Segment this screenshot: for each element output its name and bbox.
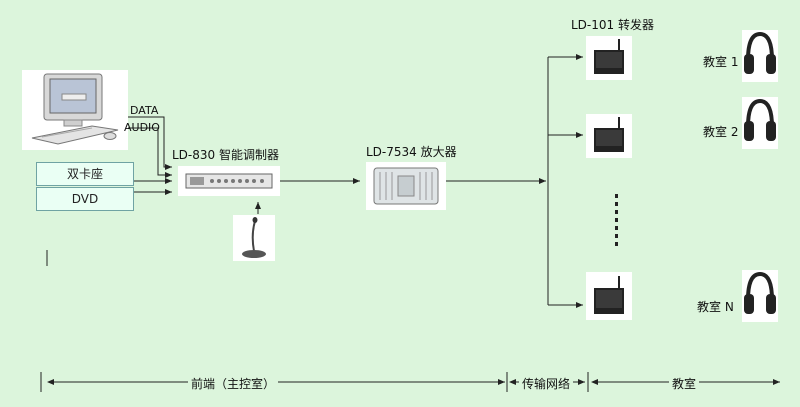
amplifier-label: LD-7534 放大器: [366, 145, 457, 159]
controller-label: LD-830 智能调制器: [172, 148, 279, 162]
microphone-icon: [242, 217, 266, 258]
transmitter-icon: [594, 39, 624, 74]
transmitter-label: LD-101 转发器: [571, 18, 654, 32]
section-front-label: 前端（主控室）: [188, 375, 279, 392]
classroom-n-label: 教室 N: [697, 300, 734, 314]
transmitter-icon: [594, 117, 624, 152]
headphones-2: [742, 97, 778, 149]
amplifier-device: [366, 162, 446, 210]
headphones-icon: [744, 98, 776, 141]
headphones-1: [742, 30, 778, 82]
transmitter-1: [586, 36, 632, 80]
transmitter-2: [586, 114, 632, 158]
computer-icon: [31, 73, 119, 145]
section-classroom-label: 教室: [669, 375, 700, 392]
data-label: DATA: [130, 104, 159, 117]
modulator-icon: [185, 173, 273, 189]
controller-device: [178, 166, 280, 196]
amplifier-icon: [373, 167, 439, 205]
transmitter-icon: [594, 276, 624, 314]
dvd-box: DVD: [36, 187, 134, 211]
headphones-icon: [744, 271, 776, 314]
audio-label: AUDIO: [124, 121, 160, 134]
classroom-1-label: 教室 1: [703, 55, 739, 69]
computer: [22, 70, 128, 150]
cassette-deck-box: 双卡座: [36, 162, 134, 186]
headphones-n: [742, 270, 778, 322]
classroom-2-label: 教室 2: [703, 125, 739, 139]
section-transmission-label: 传输网络: [519, 375, 574, 392]
transmitter-n: [586, 272, 632, 320]
ellipsis-dots: [615, 194, 618, 246]
microphone: [233, 215, 275, 261]
headphones-icon: [744, 31, 776, 74]
